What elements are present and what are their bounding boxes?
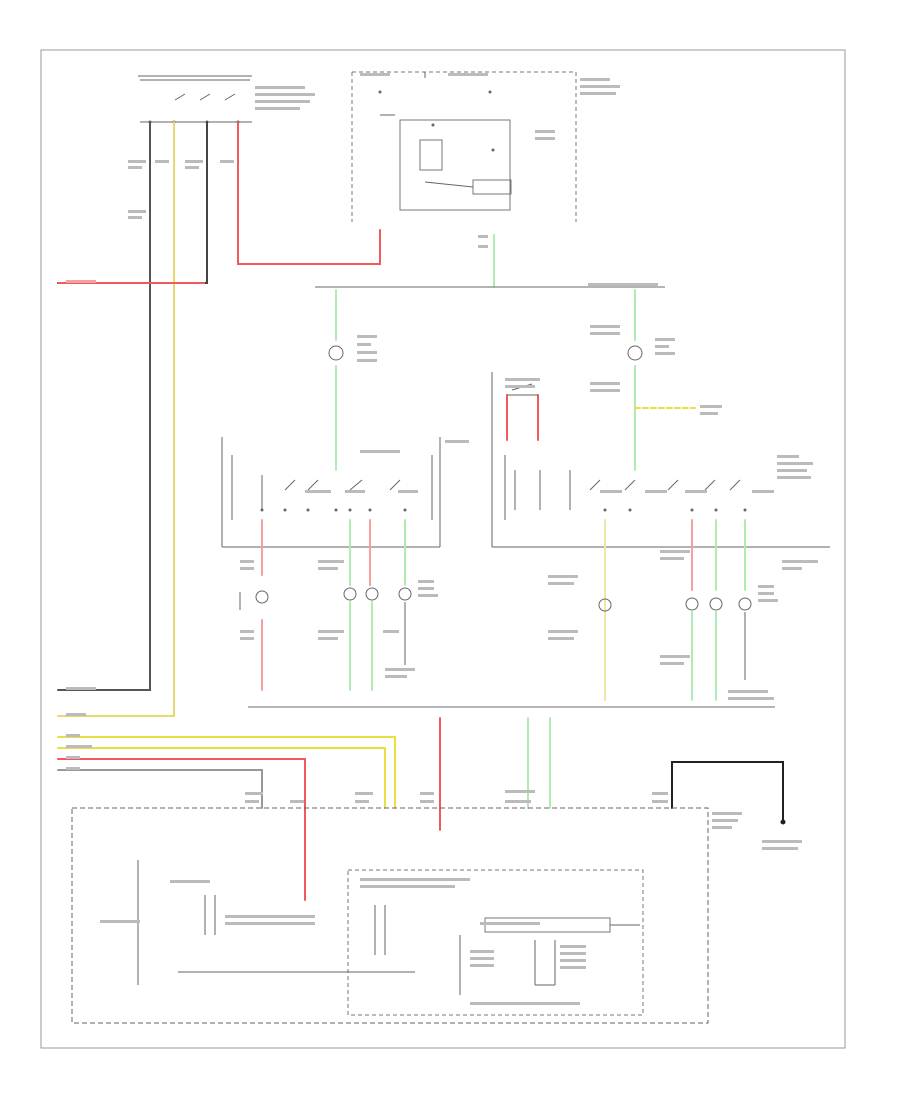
wire-yellow-left	[57, 121, 175, 717]
relay-box	[351, 71, 620, 222]
lamp-right-top	[627, 345, 643, 361]
switch-box-left	[221, 437, 469, 548]
ignition-switch	[138, 75, 315, 124]
switch-box-right	[491, 372, 830, 570]
control-module	[71, 807, 742, 1024]
lamp-left-d	[398, 587, 412, 601]
lamp-right-b	[685, 597, 699, 611]
lamp-right-a	[598, 598, 612, 612]
wire-black-mid	[57, 121, 208, 284]
wire-red-top	[237, 121, 381, 265]
wire-gray-left	[57, 121, 151, 691]
lamp-right-d	[738, 597, 752, 611]
lamp-left-top	[328, 345, 344, 361]
lamp-left-b	[343, 587, 357, 601]
lamp-right-c	[709, 597, 723, 611]
lamp-left-a	[255, 590, 269, 604]
diagram-border	[40, 49, 846, 1049]
ground-bottom-point	[780, 819, 786, 825]
harness-left	[57, 687, 396, 901]
lamp-left-c	[365, 587, 379, 601]
